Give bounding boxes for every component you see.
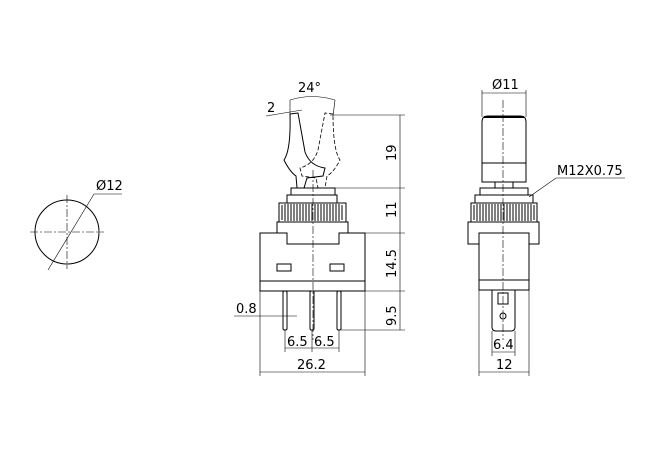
mounting-flange [276,221,349,245]
height-14-5-label: 14.5 [385,249,400,278]
height-9-5-label: 9.5 [385,305,400,326]
body-slot-left [276,263,292,272]
lever-offset-label: 2 [267,101,275,116]
side-collar [479,187,529,196]
body-slot-right [329,263,345,272]
lever-alternate [299,112,341,189]
side-view: Ø11 M12X0.75 6.4 12 [467,78,625,376]
stem [494,181,514,189]
cap-base [481,162,527,183]
body-width-label: 26.2 [297,358,326,373]
height-11-label: 11 [385,201,400,218]
side-collar-lower [474,194,534,204]
bushing-collar [286,194,338,204]
thread-leader [528,177,625,198]
pitch-left-label: 6.5 [287,335,308,350]
terminal-width-label: 6.4 [493,338,514,353]
thread-label: M12X0.75 [557,164,623,179]
pin-left [282,290,288,331]
pin-thickness-label: 0.8 [236,302,257,317]
top-view: Ø12 [30,179,123,271]
pitch-right-label: 6.5 [314,335,335,350]
pin-right [336,290,342,331]
angle-label: 24° [298,81,321,96]
diameter-leader [47,193,122,271]
side-body-width-label: 12 [496,358,513,373]
cap-diameter-label: Ø11 [492,78,519,93]
side-terminal [491,289,516,332]
side-body [478,232,530,291]
top-diameter-label: Ø12 [96,179,123,194]
pin-center [309,290,315,331]
lever-solid [283,112,326,189]
height-19-label: 19 [385,144,400,161]
front-view: 24° 2 19 11 14.5 9.5 0.8 [234,81,405,376]
